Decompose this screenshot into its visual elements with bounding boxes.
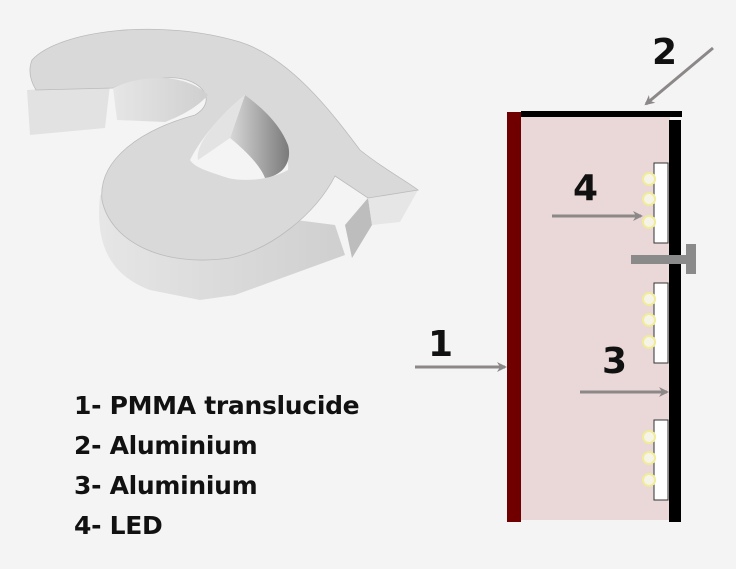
callout-number: 1 bbox=[428, 324, 453, 365]
callout-4: 4 bbox=[552, 168, 643, 221]
mounting-bolt bbox=[631, 244, 696, 274]
arrow-icon bbox=[644, 46, 714, 106]
aluminium-back bbox=[669, 120, 681, 522]
legend-item: 3- Aluminium bbox=[74, 471, 258, 500]
callout-1: 1 bbox=[415, 324, 507, 372]
led-strip bbox=[642, 282, 669, 364]
callout-number: 2 bbox=[652, 32, 677, 73]
callout-number: 4 bbox=[573, 168, 598, 209]
callout-number: 3 bbox=[602, 341, 627, 382]
led-strip bbox=[642, 162, 669, 244]
led-strip bbox=[642, 419, 669, 501]
3d-letter-a-illustration bbox=[27, 28, 419, 300]
legend-item: 2- Aluminium bbox=[74, 431, 258, 460]
pmma-face bbox=[507, 112, 521, 522]
legend-item: 1- PMMA translucide bbox=[74, 391, 360, 420]
cross-section bbox=[507, 111, 696, 522]
callout-3: 3 bbox=[580, 341, 669, 397]
legend-item: 4- LED bbox=[74, 511, 163, 540]
aluminium-top-return bbox=[521, 111, 682, 117]
legend: 1- PMMA translucide 2- Aluminium 3- Alum… bbox=[74, 386, 360, 546]
callout-2: 2 bbox=[644, 32, 714, 106]
